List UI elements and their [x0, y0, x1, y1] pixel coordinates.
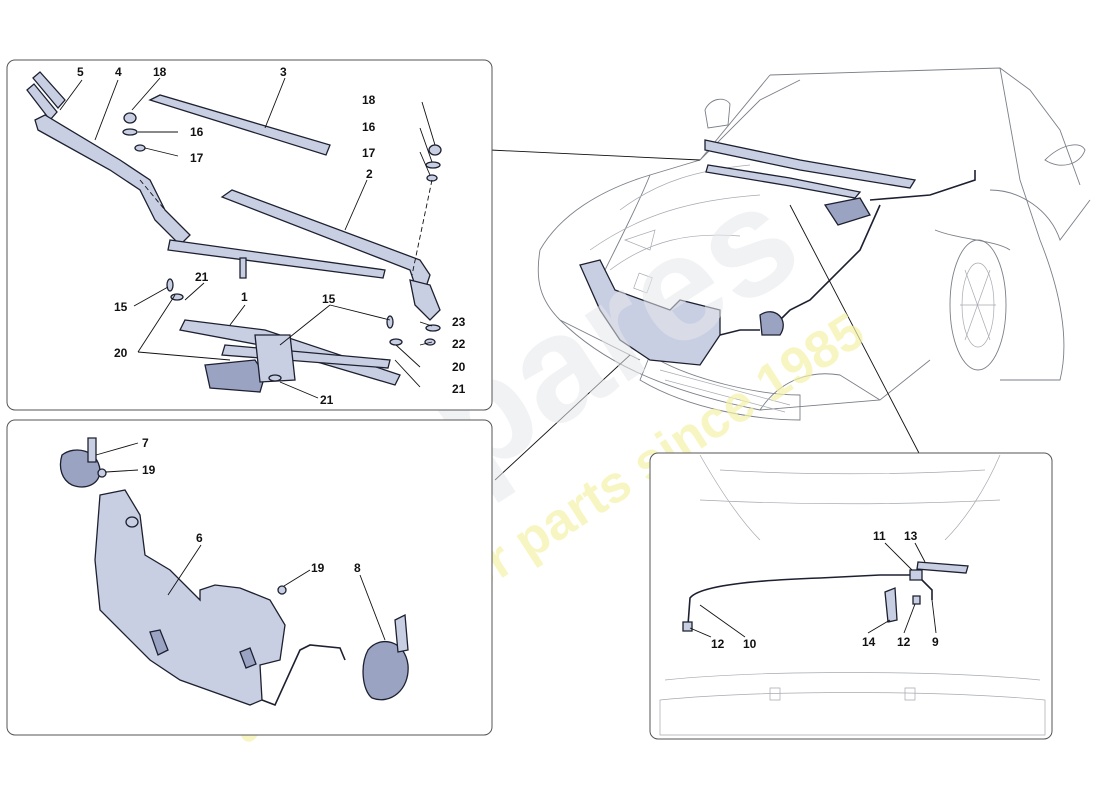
callout-9: 9 — [932, 635, 939, 649]
panel-rear-hose: 11 13 12 10 14 12 9 — [649, 452, 1053, 740]
part-6-washer-reservoir — [94, 489, 286, 706]
linkage-bar — [167, 239, 386, 279]
part-21-washer — [170, 293, 184, 301]
callout-13: 13 — [904, 529, 918, 543]
callout-8: 8 — [354, 561, 361, 575]
part-18-nut — [123, 112, 137, 124]
part-10-hose — [687, 574, 910, 626]
callout-20: 20 — [114, 346, 128, 360]
part-4-wiper-arm — [34, 114, 191, 246]
callout-1: 1 — [241, 290, 248, 304]
callout-21: 21 — [195, 270, 209, 284]
part-22-nut — [424, 338, 436, 346]
callout-17: 17 — [190, 151, 204, 165]
callout-22: 22 — [452, 337, 466, 351]
callout-4: 4 — [115, 65, 122, 79]
car-outline — [537, 67, 1091, 421]
callout-18: 18 — [153, 65, 167, 79]
callout-6: 6 — [196, 531, 203, 545]
callout-15-center: 15 — [322, 292, 336, 306]
callout-19-right: 19 — [311, 561, 325, 575]
callout-2: 2 — [366, 167, 373, 181]
car-wiper-system — [579, 139, 976, 366]
part-14-hose — [884, 587, 898, 623]
callout-7: 7 — [142, 436, 149, 450]
part-2-wiper-arm — [220, 189, 431, 291]
callout-23: 23 — [452, 315, 466, 329]
part-12-connector — [682, 621, 693, 632]
callout-19: 19 — [142, 463, 156, 477]
part-11-connector — [909, 569, 923, 581]
callout-21-right: 21 — [452, 382, 466, 396]
part-16-washer — [122, 128, 138, 136]
part-8-horn — [362, 641, 409, 701]
part-19-nut — [97, 468, 107, 478]
part-5-wiper-cap — [32, 71, 66, 110]
part-17-washer — [134, 144, 146, 152]
callout-16-right: 16 — [362, 120, 376, 134]
callout-11: 11 — [873, 529, 886, 543]
callout-12-right: 12 — [897, 635, 911, 649]
callout-5: 5 — [77, 65, 84, 79]
part-19-nut-right — [277, 585, 287, 595]
callout-20-right: 20 — [452, 360, 466, 374]
part-12-connector-right — [912, 595, 921, 605]
washer-hose — [261, 644, 346, 707]
callout-3: 3 — [280, 65, 287, 79]
callout-12: 12 — [711, 637, 725, 651]
callout-18-right: 18 — [362, 93, 376, 107]
wiper-motor — [204, 359, 266, 393]
panel-connectors — [489, 149, 921, 481]
panel-washer-reservoir: 7 19 6 19 8 — [6, 419, 493, 736]
part-23-washer — [425, 324, 441, 332]
part-16-washer-right — [425, 161, 441, 169]
callout-16: 16 — [190, 125, 204, 139]
part-15-bolt — [166, 278, 174, 292]
callout-10: 10 — [743, 637, 757, 651]
part-15-bolt-right — [386, 315, 394, 329]
callout-14: 14 — [862, 635, 876, 649]
part-18-nut-right — [428, 144, 442, 156]
callout-17-right: 17 — [362, 146, 376, 160]
callout-21-bottom: 21 — [320, 393, 334, 407]
part-3-wiper-blade — [148, 94, 331, 156]
part-13-hose — [916, 561, 969, 574]
callout-15: 15 — [114, 300, 128, 314]
panel-wiper-linkage: 5 4 18 3 16 17 2 18 16 17 21 15 1 15 20 … — [6, 59, 493, 411]
